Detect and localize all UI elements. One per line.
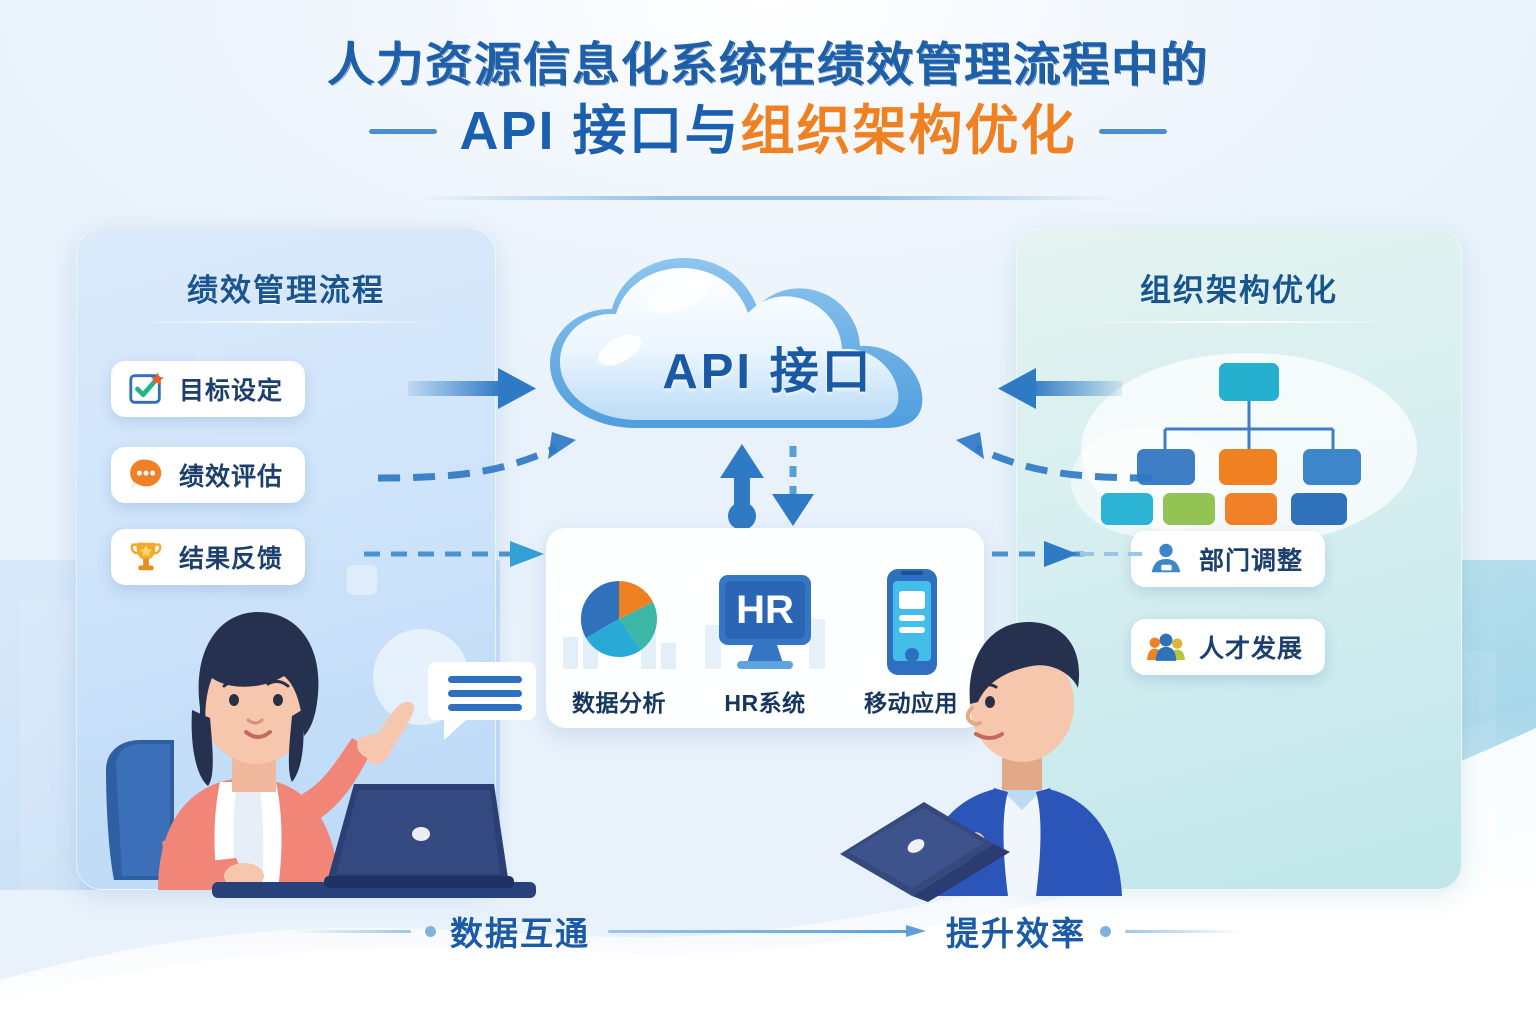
title-rule-left xyxy=(369,128,438,134)
title-rule-right xyxy=(1098,128,1167,134)
trophy-icon xyxy=(130,542,162,571)
list-item-label: 人才发展 xyxy=(1199,635,1304,663)
list-item-talent-development[interactable]: 人才发展 xyxy=(1131,619,1326,675)
people-group-icon xyxy=(1147,633,1185,661)
footer-line-outer-right xyxy=(1125,929,1245,933)
capability-label: 数据分析 xyxy=(572,690,666,716)
list-item-performance-review[interactable]: 绩效评估 xyxy=(111,447,306,503)
list-item-goal-setting[interactable]: 目标设定 xyxy=(111,361,306,417)
footer-dot-left xyxy=(425,925,436,937)
list-item-label: 部门调整 xyxy=(1199,547,1304,575)
monitor-screen-text: HR xyxy=(736,588,794,632)
list-item-label: 目标设定 xyxy=(179,377,284,405)
man-holding-laptop-illustration xyxy=(840,622,1122,902)
panel-right-title: 组织架构优化 xyxy=(1140,273,1338,308)
footer-connector-line xyxy=(608,929,908,933)
footer-label-left: 数据互通 xyxy=(450,915,590,952)
checklist-icon xyxy=(129,372,164,404)
person-badge-icon xyxy=(1151,543,1181,573)
monitor-hr-icon: HR xyxy=(705,575,825,669)
panel-right-divider xyxy=(1070,321,1408,323)
page-title-line2: API 接口与 组织架构优化 xyxy=(0,100,1536,161)
monitor-hr-icon-wrap: HR xyxy=(699,564,831,682)
panel-org-structure[interactable]: 组织架构优化 部门调整 xyxy=(1016,228,1462,890)
capability-data-analysis[interactable]: 数据分析 xyxy=(553,564,685,718)
panel-left-divider xyxy=(127,321,445,323)
footer-dot-right xyxy=(1100,925,1111,937)
page-subtitle-orange: 组织架构优化 xyxy=(740,100,1077,161)
org-chart-diagram xyxy=(1071,353,1417,545)
capability-label: HR系统 xyxy=(724,690,806,716)
page-subtitle-blue: API 接口与 xyxy=(459,100,741,161)
woman-at-laptop-illustration xyxy=(106,612,536,898)
mobile-phone-icon xyxy=(887,569,937,675)
footer-flow: 数据互通 提升效率 xyxy=(0,886,1536,976)
footer-line-outer-left xyxy=(291,929,411,933)
capability-hr-system[interactable]: HR HR系统 xyxy=(699,564,831,718)
capability-mobile-app[interactable]: 移动应用 xyxy=(845,564,977,718)
deco-square xyxy=(347,565,377,595)
panel-left-title: 绩效管理流程 xyxy=(187,273,385,308)
header: 人力资源信息化系统在绩效管理流程中的 API 接口与 组织架构优化 xyxy=(0,0,1536,215)
mobile-phone-icon-wrap xyxy=(845,564,977,682)
api-cloud[interactable]: API 接口 xyxy=(528,252,1008,452)
list-item-department-adjust[interactable]: 部门调整 xyxy=(1131,531,1326,587)
pie-chart-icon xyxy=(563,580,676,669)
list-item-label: 绩效评估 xyxy=(179,463,284,491)
list-item-result-feedback[interactable]: 结果反馈 xyxy=(111,529,306,585)
list-item-label: 结果反馈 xyxy=(179,545,284,573)
title-underline xyxy=(418,196,1118,200)
comment-bubble-icon xyxy=(130,459,162,491)
cloud-shape xyxy=(550,258,923,428)
footer-arrow-icon xyxy=(906,925,926,937)
capability-label: 移动应用 xyxy=(864,690,958,716)
system-capability-card[interactable]: 数据分析 HR HR系统 xyxy=(546,528,984,728)
api-cloud-label: API 接口 xyxy=(662,345,874,399)
pie-chart-icon-wrap xyxy=(553,564,685,682)
footer-label-right: 提升效率 xyxy=(946,915,1086,952)
chat-bubble-lines xyxy=(428,662,536,740)
page-title-line1: 人力资源信息化系统在绩效管理流程中的 xyxy=(327,38,1209,91)
